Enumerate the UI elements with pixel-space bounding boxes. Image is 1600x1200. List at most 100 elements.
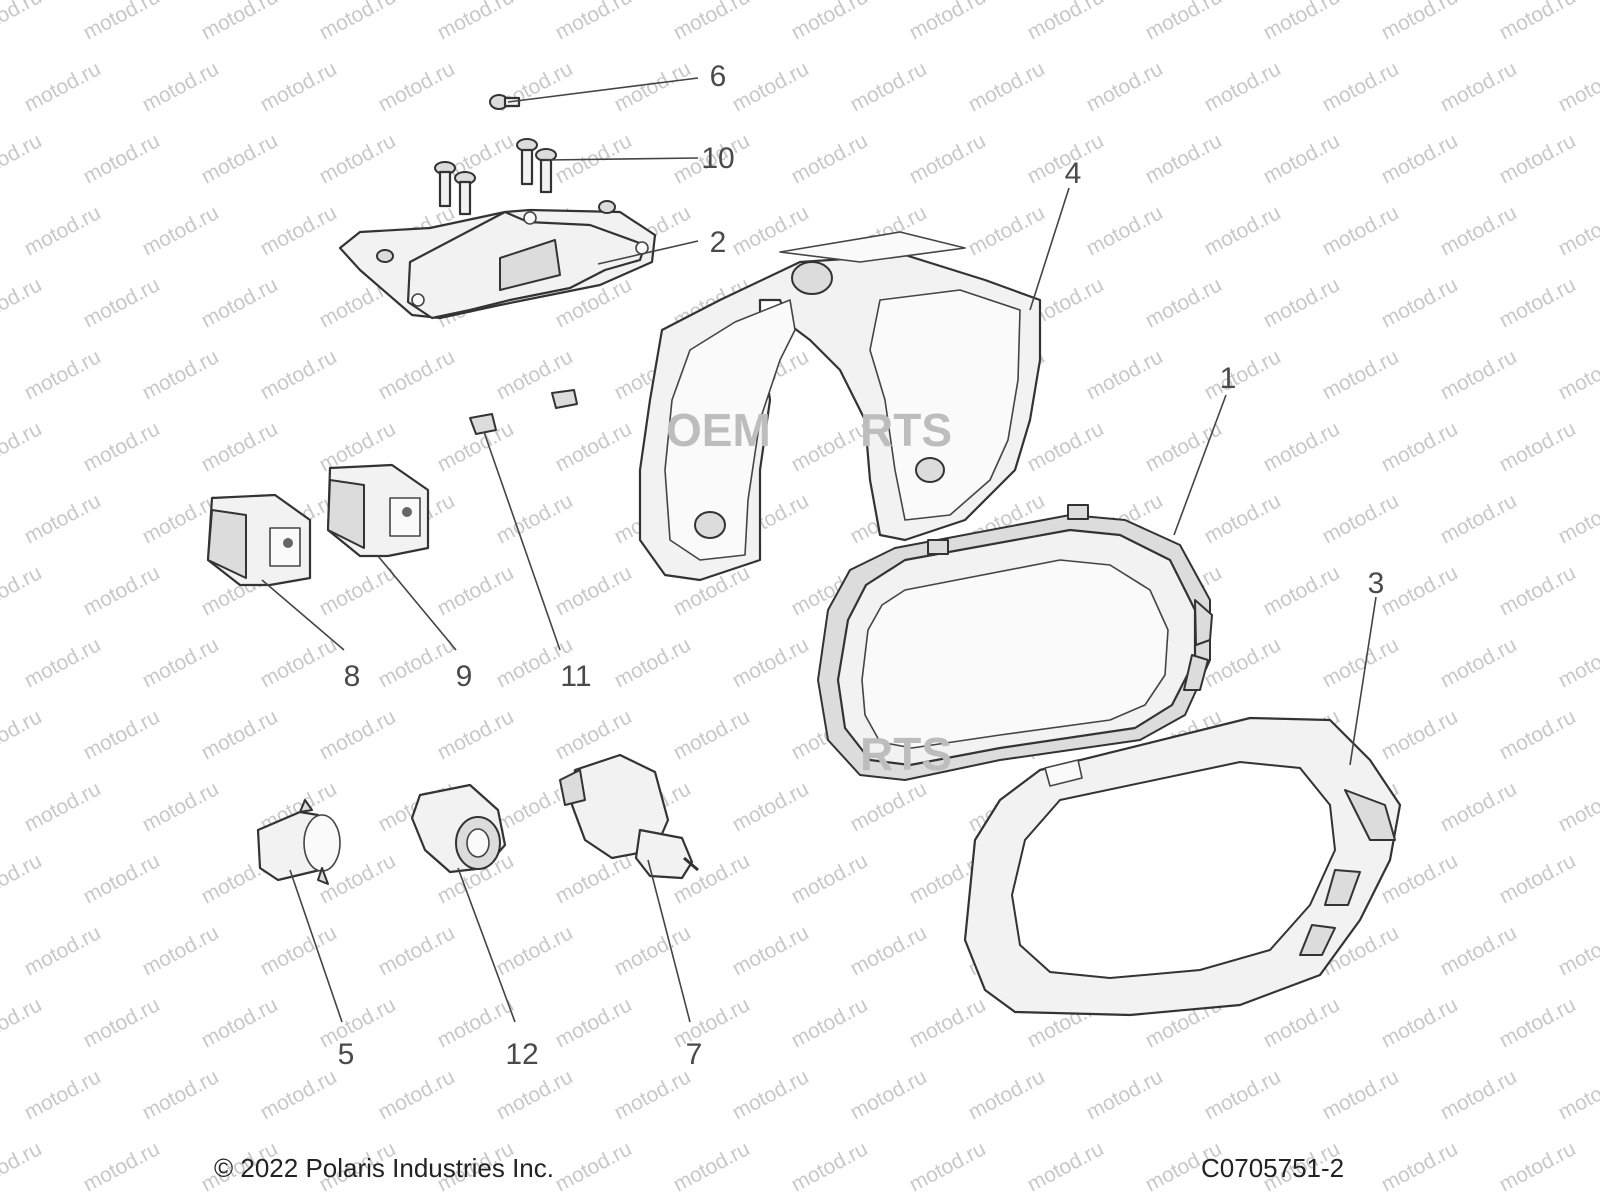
watermark-text: motod.ru — [1555, 1065, 1600, 1124]
watermark-text: motod.ru — [611, 1065, 695, 1124]
callout-1: 1 — [1220, 362, 1237, 395]
watermark-text: motod.ru — [729, 1065, 813, 1124]
watermark-text: motod.ru — [1201, 633, 1285, 692]
watermark-text: motod.ru — [1201, 1065, 1285, 1124]
watermark-text: motod.ru — [80, 273, 164, 332]
watermark-text: motod.ru — [257, 1065, 341, 1124]
callout-8: 8 — [344, 660, 361, 693]
watermark-text: motod.ru — [847, 921, 931, 980]
part-10-bolts[interactable] — [434, 138, 557, 216]
watermark-text: motod.ru — [1437, 921, 1521, 980]
part-4-instrument-housing[interactable] — [638, 231, 1042, 582]
watermark-text: motod.ru — [1024, 417, 1108, 476]
watermark-text: motod.ru — [1083, 201, 1167, 260]
watermark-text: motod.ru — [1496, 993, 1580, 1052]
watermark-text: motod.ru — [139, 345, 223, 404]
watermark-text: motod.ru — [80, 1137, 164, 1196]
watermark-text: motod.ru — [0, 849, 46, 908]
watermark-text: motod.ru — [1201, 201, 1285, 260]
callout-10: 10 — [701, 142, 734, 175]
watermark-text: motod.ru — [965, 1065, 1049, 1124]
watermark-text: motod.ru — [788, 849, 872, 908]
watermark-text: motod.ru — [1555, 921, 1600, 980]
figure-code: C0705751-2 — [1201, 1153, 1345, 1183]
watermark-text: motod.ru — [965, 57, 1049, 116]
watermark-text: motod.ru — [1201, 345, 1285, 404]
watermark-text: motod.ru — [375, 921, 459, 980]
watermark-text: motod.ru — [788, 129, 872, 188]
part-11-nut[interactable] — [469, 389, 578, 435]
callout-4: 4 — [1065, 157, 1082, 190]
watermark-text: motod.ru — [80, 993, 164, 1052]
watermark-text: motod.ru — [316, 993, 400, 1052]
watermark-text: motod.ru — [906, 1137, 990, 1196]
watermark-text: motod.ru — [21, 345, 105, 404]
watermark-text: motod.ru — [21, 777, 105, 836]
watermark-text: motod.ru — [375, 1065, 459, 1124]
watermark-text: motod.ru — [80, 561, 164, 620]
watermark-text: motod.ru — [1555, 633, 1600, 692]
watermark-text: motod.ru — [1496, 0, 1580, 44]
watermark-text: motod.ru — [1319, 1065, 1403, 1124]
watermark-text: motod.ru — [139, 633, 223, 692]
copyright-notice: © 2022 Polaris Industries Inc. — [214, 1153, 554, 1183]
watermark-text: motod.ru — [198, 0, 282, 44]
watermark-text: motod.ru — [552, 1137, 636, 1196]
watermark-text: motod.ru — [1496, 1137, 1580, 1196]
watermark-text: motod.ru — [729, 921, 813, 980]
watermark-text: motod.ru — [434, 0, 518, 44]
watermark-text: motod.ru — [670, 0, 754, 44]
watermark-text: motod.ru — [375, 633, 459, 692]
leader-7 — [647, 859, 691, 1023]
part-7-ignition-switch[interactable] — [559, 753, 699, 880]
watermark-text: motod.ru — [198, 993, 282, 1052]
watermark-text: motod.ru — [80, 0, 164, 44]
watermark-text: motod.ru — [1142, 0, 1226, 44]
part-5-power-point[interactable] — [256, 799, 341, 885]
part-2-mounting-bracket[interactable] — [338, 208, 657, 320]
watermark-text: motod.ru — [1201, 57, 1285, 116]
watermark-text: motod.ru — [1555, 489, 1600, 548]
callout-11: 11 — [560, 660, 591, 693]
watermark-text: motod.ru — [1319, 201, 1403, 260]
watermark-text: motod.ru — [1260, 129, 1344, 188]
watermark-text: motod.ru — [1496, 849, 1580, 908]
watermark-text: motod.ru — [729, 777, 813, 836]
watermark-text: motod.ru — [1437, 201, 1521, 260]
watermark-text: motod.ru — [847, 57, 931, 116]
watermark-text: motod.ru — [434, 561, 518, 620]
callout-labels: 6 10 2 4 1 3 8 9 11 5 12 7 — [338, 60, 1385, 1071]
leader-2 — [597, 240, 699, 265]
watermark-text: motod.ru — [316, 0, 400, 44]
watermark-text: motod.ru — [198, 129, 282, 188]
watermark-text: motod.ru — [21, 633, 105, 692]
watermark-text: motod.ru — [1496, 273, 1580, 332]
part-1-instrument-cluster[interactable] — [817, 504, 1213, 781]
watermark-text: motod.ru — [1437, 57, 1521, 116]
watermark-text: motod.ru — [1378, 993, 1462, 1052]
part-6-screw[interactable] — [489, 94, 521, 110]
part-12-outlet[interactable] — [410, 783, 507, 874]
callout-12: 12 — [505, 1038, 538, 1071]
watermark-text: motod.ru — [198, 705, 282, 764]
watermark-text: motod.ru — [1083, 1065, 1167, 1124]
watermark-text: motod.ru — [1260, 273, 1344, 332]
watermark-text: motod.ru — [198, 273, 282, 332]
watermark-text: motod.ru — [847, 777, 931, 836]
oem-watermark-right-upper: RTS — [860, 404, 952, 456]
watermark-text: motod.ru — [375, 345, 459, 404]
part-8-switch[interactable] — [206, 493, 312, 587]
watermark-text: motod.ru — [80, 129, 164, 188]
part-9-switch[interactable] — [326, 463, 430, 558]
watermark-text: motod.ru — [729, 57, 813, 116]
watermark-text: motod.ru — [1555, 201, 1600, 260]
watermark-text: motod.ru — [1378, 0, 1462, 44]
watermark-text: motod.ru — [611, 633, 695, 692]
watermark-text: motod.ru — [552, 849, 636, 908]
watermark-text: motod.ru — [552, 993, 636, 1052]
watermark-text: motod.ru — [788, 0, 872, 44]
watermark-text: motod.ru — [788, 993, 872, 1052]
part-3-cluster-bezel[interactable] — [963, 716, 1402, 1017]
watermark-text: motod.ru — [375, 57, 459, 116]
